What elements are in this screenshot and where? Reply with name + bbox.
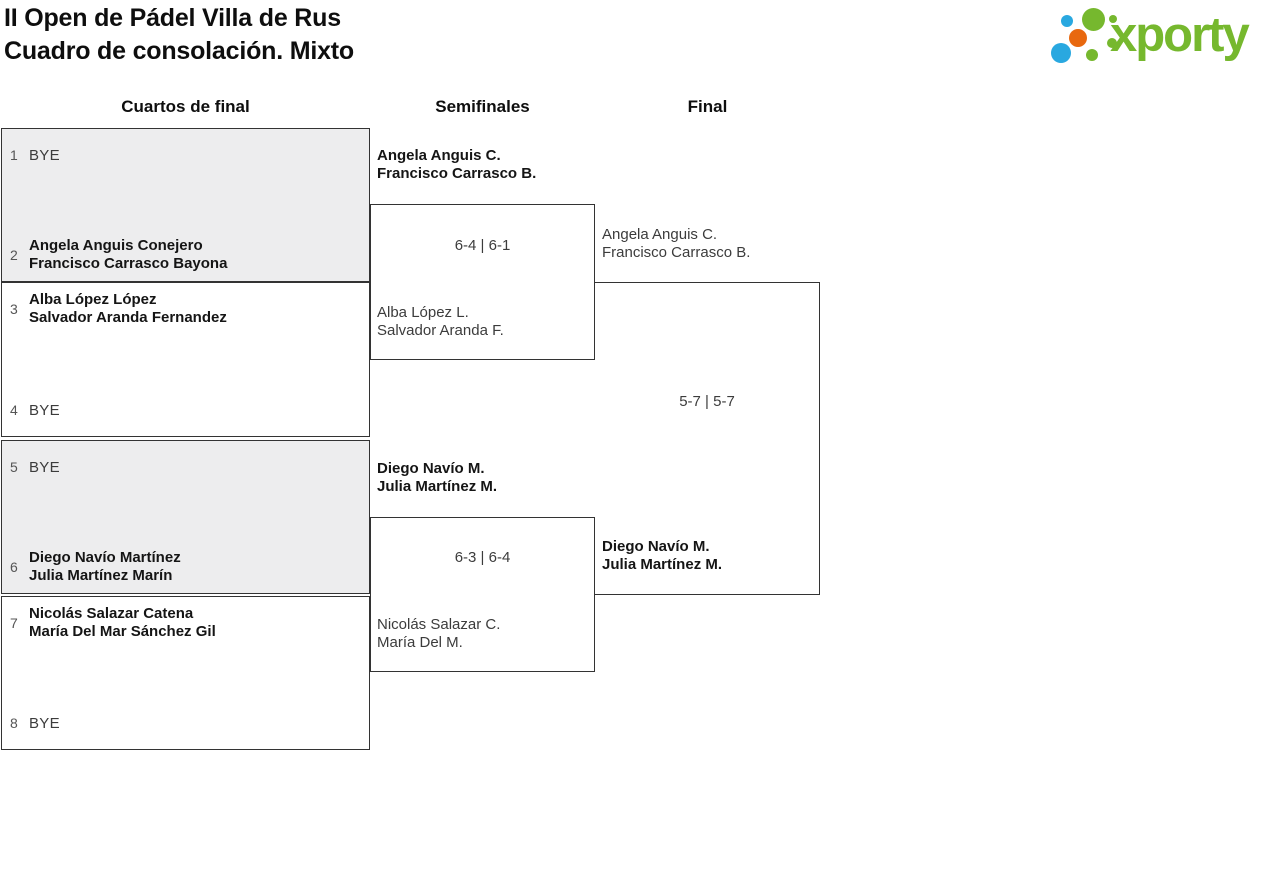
team-name: Nicolás Salazar Catena María Del Mar Sán… [29, 605, 216, 641]
match-score: 6-4 | 6-1 [454, 237, 511, 254]
logo-dot-green-mid [1107, 38, 1117, 48]
sf1-top-team: Angela Anguis C. Francisco Carrasco B. [377, 147, 536, 183]
seed-number: 7 [10, 615, 18, 631]
column-header-quarterfinals: Cuartos de final [121, 97, 250, 116]
player-2: Salvador Aranda F. [377, 322, 504, 339]
draw-name: Cuadro de consolación. Mixto [4, 37, 354, 65]
player-2: María Del M. [377, 634, 463, 651]
seed-number: 3 [10, 301, 18, 317]
logo-dot-green-tiny [1109, 15, 1117, 23]
team-name: Angela Anguis Conejero Francisco Carrasc… [29, 237, 227, 273]
seed-number: 1 [10, 147, 18, 163]
team-name: Alba López López Salvador Aranda Fernand… [29, 291, 227, 327]
final-match: 5-7 | 5-7 [595, 282, 820, 595]
logo-dot-blue-small [1061, 15, 1073, 27]
seed-number: 6 [10, 559, 18, 575]
player-2: Julia Martínez M. [377, 478, 498, 495]
player-2: Julia Martínez M. [602, 556, 723, 573]
bye-label: BYE [29, 714, 60, 732]
bye-label: BYE [29, 401, 60, 419]
player-1: Angela Anguis C. [377, 147, 501, 164]
participant-slot: 5 BYE [2, 441, 369, 493]
participant-slot: 6 Diego Navío Martínez Julia Martínez Ma… [2, 541, 369, 593]
xporty-logo: xporty [1048, 4, 1278, 76]
final-bottom-team: Diego Navío M. Julia Martínez M. [602, 538, 722, 574]
seed-number: 4 [10, 402, 18, 418]
player-1: Diego Navío M. [377, 460, 485, 477]
sf-match-2: 6-3 | 6-4 [370, 517, 595, 672]
sf2-bottom-team: Nicolás Salazar C. María Del M. [377, 616, 500, 652]
player-2: Francisco Carrasco B. [602, 244, 751, 261]
participant-slot: 1 BYE [2, 129, 369, 181]
match-score: 6-3 | 6-4 [454, 549, 511, 566]
player-2: María Del Mar Sánchez Gil [29, 623, 216, 640]
logo-dot-green-bottom [1086, 49, 1098, 61]
player-1: Nicolás Salazar Catena [29, 605, 194, 622]
player-1: Alba López López [29, 291, 157, 308]
bye-label: BYE [29, 458, 60, 476]
participant-slot: 2 Angela Anguis Conejero Francisco Carra… [2, 229, 369, 281]
player-2: Francisco Carrasco B. [377, 165, 537, 182]
column-header-semifinals: Semifinales [435, 97, 530, 116]
match-score: 5-7 | 5-7 [679, 393, 735, 410]
player-1: Alba López L. [377, 304, 469, 321]
participant-slot: 4 BYE [2, 384, 369, 436]
team-name: Diego Navío Martínez Julia Martínez Marí… [29, 549, 181, 585]
qf-match-3: 5 BYE 6 Diego Navío Martínez Julia Martí… [1, 440, 370, 594]
qf-match-4: 7 Nicolás Salazar Catena María Del Mar S… [1, 596, 370, 750]
player-1: Angela Anguis Conejero [29, 237, 203, 254]
player-1: Diego Navío Martínez [29, 549, 181, 566]
qf-match-1: 1 BYE 2 Angela Anguis Conejero Francisco… [1, 128, 370, 282]
qf-match-2: 3 Alba López López Salvador Aranda Ferna… [1, 282, 370, 437]
player-2: Salvador Aranda Fernandez [29, 309, 227, 326]
logo-dot-green-large [1082, 8, 1105, 31]
final-top-team: Angela Anguis C. Francisco Carrasco B. [602, 226, 750, 262]
bye-label: BYE [29, 146, 60, 164]
seed-number: 8 [10, 715, 18, 731]
participant-slot: 7 Nicolás Salazar Catena María Del Mar S… [2, 597, 369, 649]
tournament-name: II Open de Pádel Villa de Rus [4, 4, 341, 32]
sf2-top-team: Diego Navío M. Julia Martínez M. [377, 460, 497, 496]
player-1: Diego Navío M. [602, 538, 710, 555]
participant-slot: 8 BYE [2, 697, 369, 749]
participant-slot: 3 Alba López López Salvador Aranda Ferna… [2, 283, 369, 335]
seed-number: 2 [10, 247, 18, 263]
logo-wordmark: xporty [1110, 8, 1250, 62]
page-title: II Open de Pádel Villa de Rus Cuadro de … [4, 2, 354, 68]
sf1-bottom-team: Alba López L. Salvador Aranda F. [377, 304, 504, 340]
player-1: Angela Anguis C. [602, 226, 718, 243]
column-header-final: Final [687, 97, 728, 116]
sf-match-1: 6-4 | 6-1 [370, 204, 595, 360]
logo-dot-blue-large [1051, 43, 1071, 63]
player-1: Nicolás Salazar C. [377, 616, 501, 633]
player-2: Julia Martínez Marín [29, 567, 173, 584]
player-2: Francisco Carrasco Bayona [29, 255, 228, 272]
logo-dot-orange [1069, 29, 1087, 47]
seed-number: 5 [10, 459, 18, 475]
